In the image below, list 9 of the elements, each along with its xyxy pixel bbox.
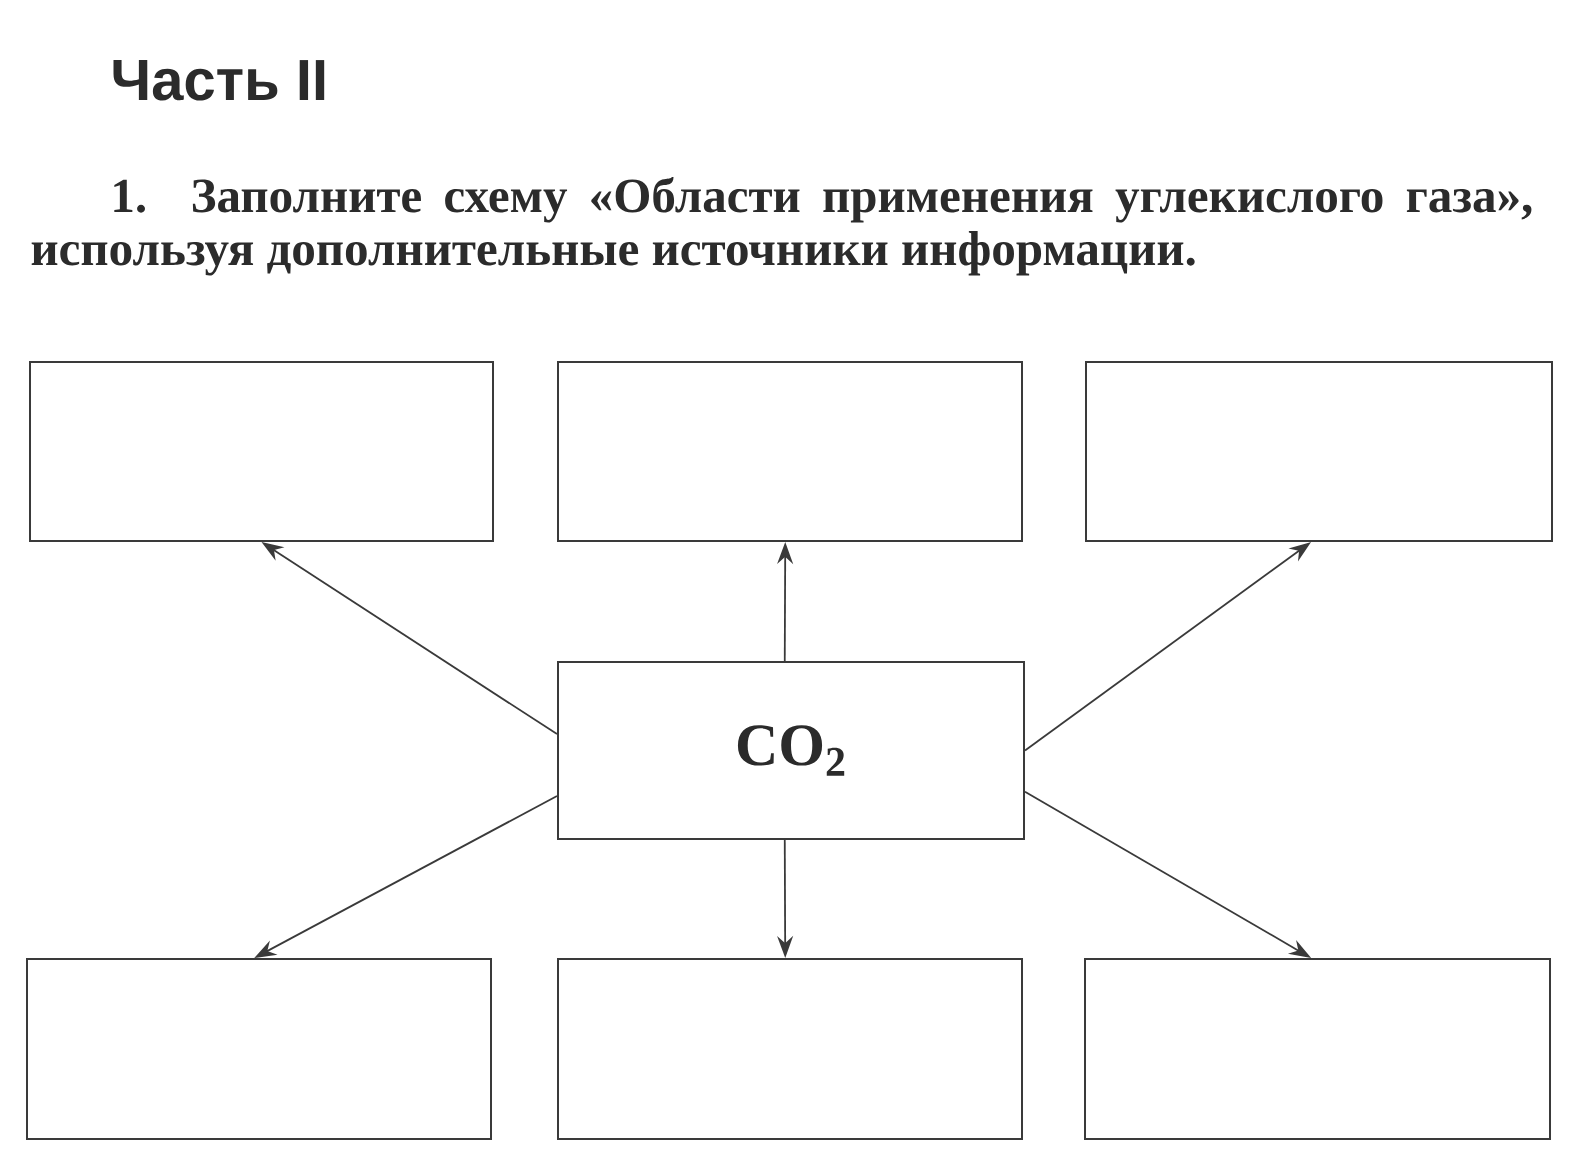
formula-box: CO$_{2}$	[557, 661, 1025, 840]
heading: Часть II	[113, 60, 325, 101]
task-text: 1. Заполните схему «Области применения углекислого газа», используя дополнительные источники информации.	[31, 176, 1532, 276]
answer-box	[29, 361, 494, 542]
answer-box	[26, 958, 492, 1140]
answer-box	[1085, 361, 1553, 542]
answer-box	[1084, 958, 1551, 1140]
answer-box	[557, 958, 1023, 1140]
answer-box	[557, 361, 1023, 542]
